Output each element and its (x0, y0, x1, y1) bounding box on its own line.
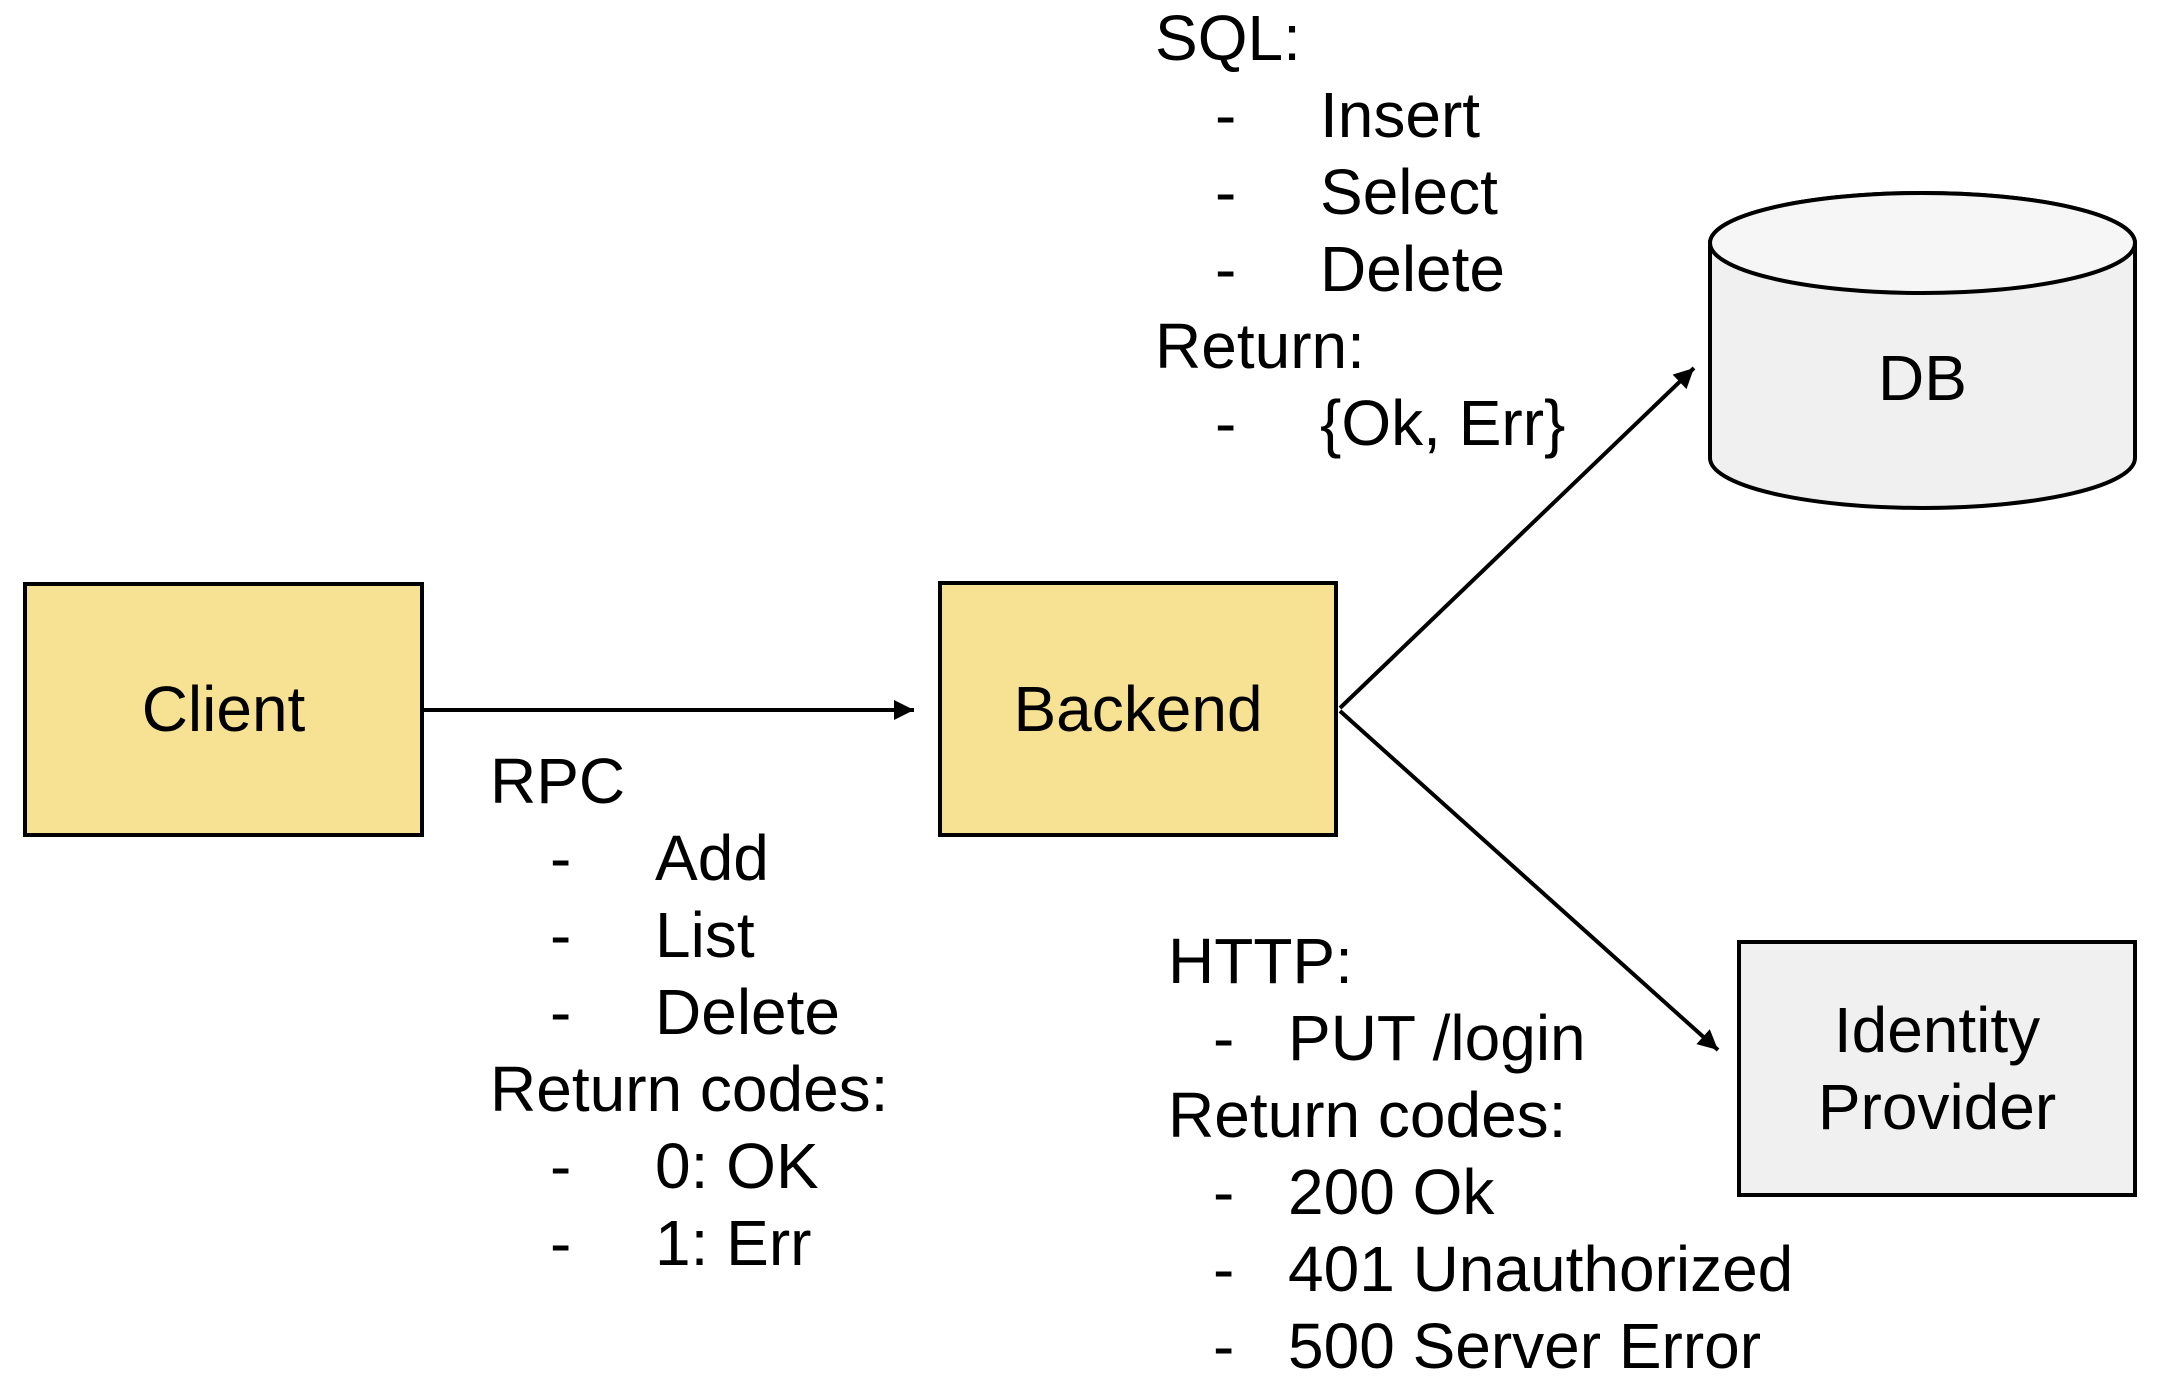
rpc-item-row: - List (490, 897, 888, 974)
http-return-row: -500 Server Error (1168, 1308, 1793, 1385)
rpc-item-text: Delete (655, 976, 840, 1048)
bullet-dash: - (550, 899, 572, 971)
bullet-dash: - (1215, 233, 1237, 305)
sql-item-text: Delete (1320, 233, 1505, 305)
http-return-text: 401 Unauthorized (1288, 1233, 1794, 1305)
backend-node: Backend (938, 581, 1338, 837)
sql-title: SQL: (1155, 2, 1301, 74)
identity-provider-label-line1: Identity (1833, 993, 2041, 1066)
rpc-annotation: RPC - Add - List - Delete Return codes: - 0:… (490, 743, 888, 1282)
bullet-dash: - (1215, 387, 1237, 459)
sql-item-text: Insert (1320, 79, 1481, 151)
db-cylinder-top (1708, 191, 2137, 295)
bullet-dash: - (1215, 156, 1237, 228)
bullet-dash: - (1213, 1310, 1235, 1382)
http-return-text: 500 Server Error (1288, 1310, 1762, 1382)
db-cylinder (1708, 191, 2137, 510)
sql-return-text: {Ok, Err} (1320, 387, 1566, 459)
bullet-dash: - (1213, 1002, 1235, 1074)
sql-return-row: - {Ok, Err} (1155, 385, 1565, 462)
sql-item-row: - Insert (1155, 77, 1565, 154)
identity-provider-label-line2: Provider (1817, 1070, 2057, 1143)
client-node: Client (23, 582, 424, 837)
http-item-text: PUT /login (1288, 1002, 1586, 1074)
rpc-item-text: Add (655, 822, 769, 894)
rpc-item-row: - Delete (490, 974, 888, 1051)
client-label: Client (141, 673, 306, 745)
bullet-dash: - (550, 1130, 572, 1202)
http-annotation: HTTP: -PUT /login Return codes: -200 Ok … (1168, 923, 1793, 1385)
rpc-return-title: Return codes: (490, 1053, 889, 1125)
rpc-return-text: 1: Err (655, 1207, 812, 1279)
http-return-title: Return codes: (1168, 1079, 1567, 1151)
rpc-return-row: - 1: Err (490, 1205, 888, 1282)
sql-annotation: SQL: - Insert - Select - Delete Return: - {O… (1155, 0, 1565, 462)
rpc-title: RPC (490, 745, 626, 817)
rpc-return-text: 0: OK (655, 1130, 819, 1202)
arrow-backend-to-db (1338, 366, 1696, 710)
bullet-dash: - (1213, 1156, 1235, 1228)
rpc-return-row: - 0: OK (490, 1128, 888, 1205)
db-label: DB (1878, 342, 1967, 414)
sql-item-text: Select (1320, 156, 1498, 228)
bullet-dash: - (550, 1207, 572, 1279)
http-item-row: -PUT /login (1168, 1000, 1793, 1077)
sql-return-title: Return: (1155, 310, 1365, 382)
rpc-item-row: - Add (490, 820, 888, 897)
bullet-dash: - (550, 976, 572, 1048)
identity-provider-node: Identity Provider (1737, 940, 2137, 1197)
backend-label: Backend (1013, 672, 1263, 745)
http-return-row: -401 Unauthorized (1168, 1231, 1793, 1308)
http-return-row: -200 Ok (1168, 1154, 1793, 1231)
rpc-item-text: List (655, 899, 755, 971)
identity-provider-label: Identity Provider (1818, 992, 2056, 1146)
sql-item-row: - Select (1155, 154, 1565, 231)
arrow-backend-to-identity-provider (1338, 709, 1720, 1052)
bullet-dash: - (1213, 1233, 1235, 1305)
sql-item-row: - Delete (1155, 231, 1565, 308)
bullet-dash: - (1215, 79, 1237, 151)
bullet-dash: - (550, 822, 572, 894)
http-return-text: 200 Ok (1288, 1156, 1495, 1228)
http-title: HTTP: (1168, 925, 1353, 997)
